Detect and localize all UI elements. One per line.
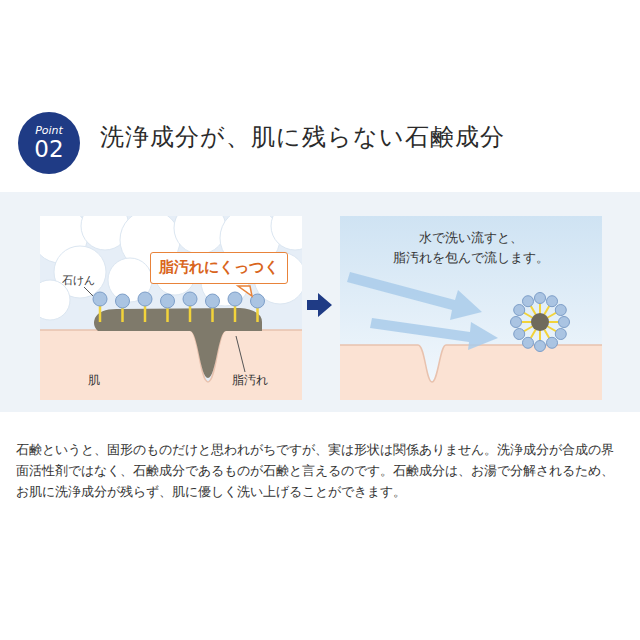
node-text: 水で洗い流すと、 脂汚れを包んで流します。: [366, 228, 576, 268]
part-label: 脂汚れ: [232, 372, 268, 389]
panel-text: 水で洗い流すと、 脂汚れを包んで流します。: [366, 228, 576, 268]
flow-arrow: [307, 293, 332, 317]
callout-box: 脂汚れにくっつく: [150, 252, 288, 284]
node-text: 脂汚れにくっつく: [159, 258, 279, 278]
soap-molecules: [93, 292, 265, 322]
body-text: 石鹸というと、固形のものだけと思われがちですが、実は形状は関係ありません。洗浄成…: [16, 440, 624, 502]
right-panel: [340, 216, 602, 400]
part-label: 石けん: [62, 273, 95, 288]
title: 洗浄成分が、肌に残らない石鹸成分: [100, 121, 505, 153]
part-label: 肌: [88, 372, 100, 389]
panel-band: [0, 192, 640, 412]
node-text: Point: [35, 125, 63, 137]
left-panel: [40, 216, 302, 400]
micelle: [511, 293, 570, 352]
point-badge: Point02: [18, 112, 80, 174]
node-text: 02: [34, 137, 63, 161]
